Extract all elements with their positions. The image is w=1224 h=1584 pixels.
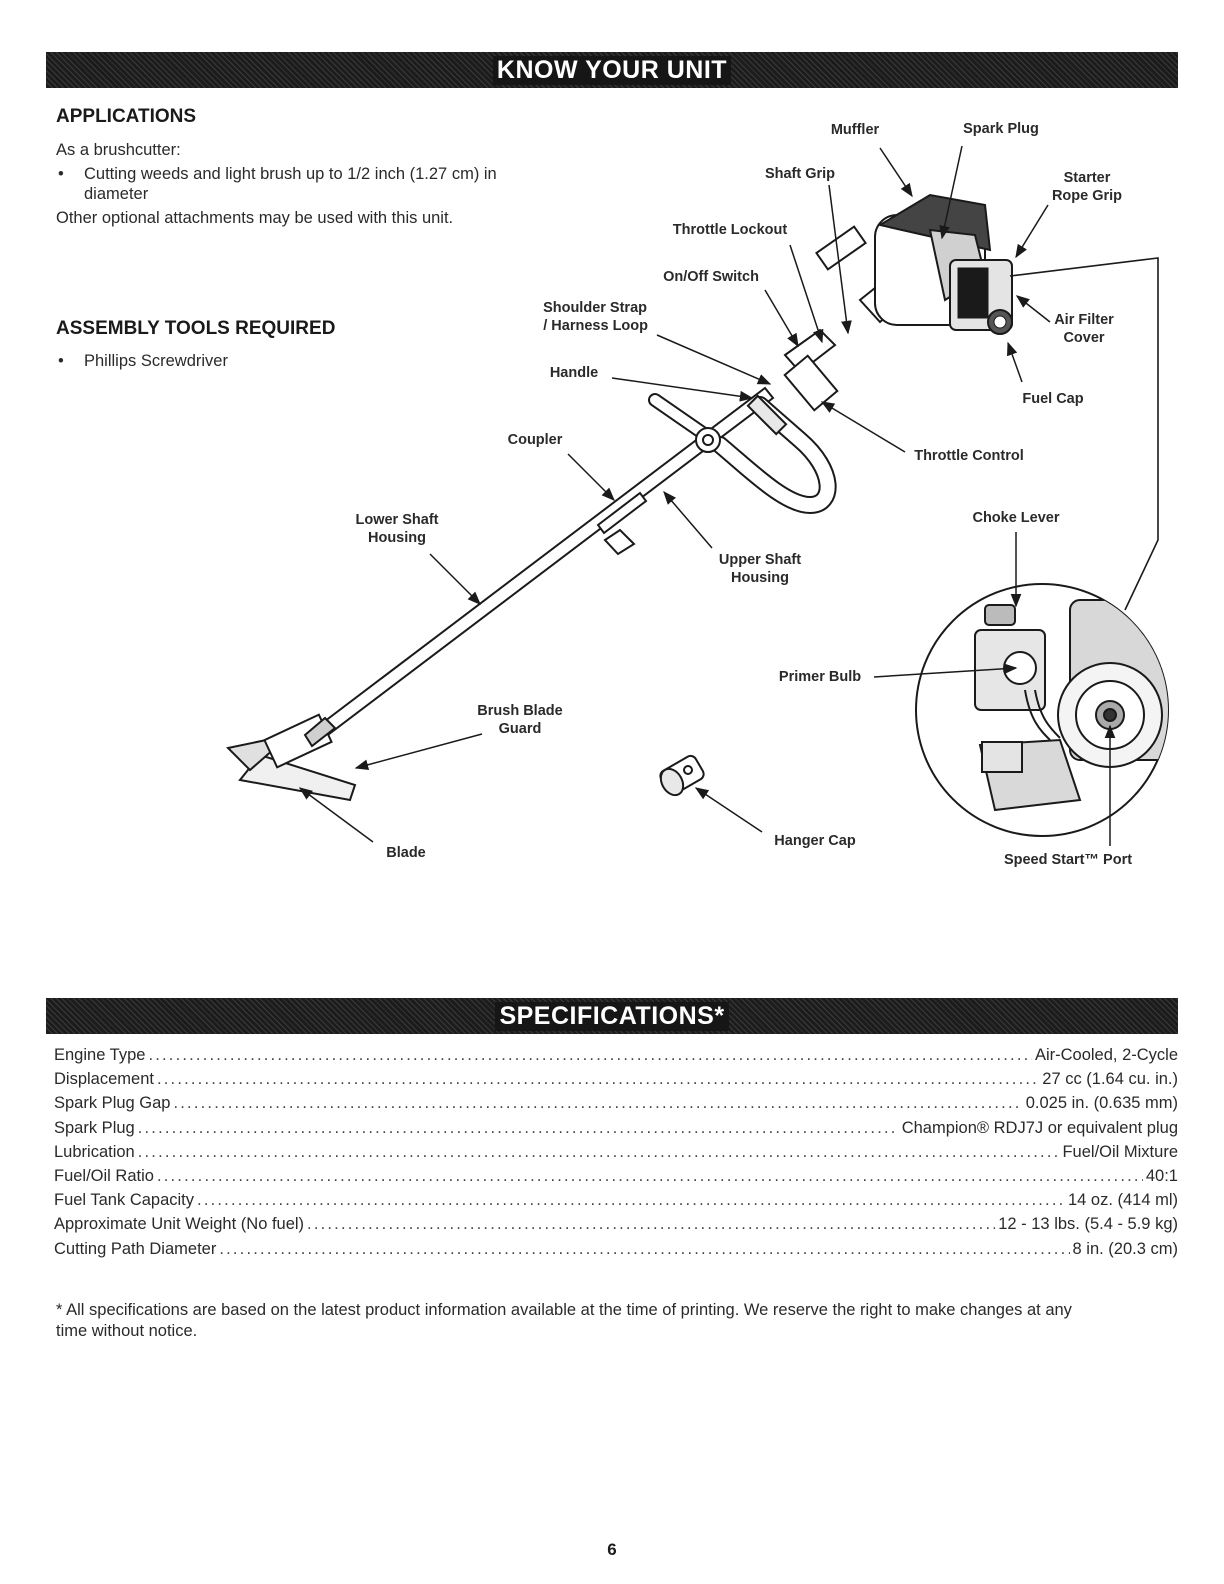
- specifications-list: Engine Type Air-Cooled, 2-Cycle Displacem…: [54, 1046, 1178, 1264]
- specifications-banner: SPECIFICATIONS*: [46, 998, 1178, 1034]
- label-muffler: Muffler: [831, 122, 880, 138]
- spec-row: Spark Plug Champion® RDJ7J or equivalent …: [54, 1119, 1178, 1143]
- label-starter-rope-grip-2: Rope Grip: [1052, 188, 1122, 204]
- label-handle: Handle: [550, 365, 598, 381]
- spec-label: Approximate Unit Weight (No fuel): [54, 1215, 305, 1234]
- spec-label: Engine Type: [54, 1046, 146, 1064]
- engine: [783, 193, 1013, 412]
- spec-value: Air-Cooled, 2-Cycle: [1034, 1046, 1178, 1064]
- specifications-footnote: * All specifications are based on the la…: [56, 1300, 1176, 1342]
- spec-value: 8 in. (20.3 cm): [1072, 1239, 1178, 1258]
- spec-leader-dots: [157, 1167, 1143, 1186]
- spec-leader-dots: [173, 1094, 1022, 1113]
- label-primer-bulb: Primer Bulb: [779, 669, 861, 685]
- spec-value: 27 cc (1.64 cu. in.): [1042, 1070, 1178, 1089]
- spec-row: Fuel/Oil Ratio 40:1: [54, 1167, 1178, 1191]
- applications-note: Other optional attachments may be used w…: [56, 209, 454, 227]
- spec-leader-dots: [307, 1215, 995, 1234]
- spec-label: Displacement: [54, 1070, 154, 1089]
- spec-value: 12 - 13 lbs. (5.4 - 5.9 kg): [998, 1215, 1178, 1234]
- label-starter-rope-grip-1: Starter: [1064, 170, 1111, 186]
- label-brush-blade-guard-2: Guard: [499, 721, 542, 737]
- specifications-title: SPECIFICATIONS*: [495, 1001, 729, 1031]
- spec-row: Engine Type Air-Cooled, 2-Cycle: [54, 1046, 1178, 1070]
- label-throttle-control: Throttle Control: [914, 448, 1024, 464]
- spec-leader-dots: [197, 1191, 1065, 1210]
- spec-value: 0.025 in. (0.635 mm): [1025, 1094, 1178, 1113]
- label-upper-shaft-housing-2: Housing: [731, 570, 789, 586]
- applications-bullet-line2: diameter: [84, 185, 149, 203]
- handle: [648, 393, 837, 515]
- applications-heading: APPLICATIONS: [56, 106, 197, 127]
- callout-labels: Muffler Spark Plug Shaft Grip Starter Ro…: [356, 121, 1133, 868]
- label-brush-blade-guard-1: Brush Blade: [477, 703, 562, 719]
- leader-lines: [298, 145, 1116, 846]
- label-fuel-cap: Fuel Cap: [1022, 391, 1083, 407]
- applications-intro: As a brushcutter:: [56, 141, 181, 159]
- know-your-unit-title: KNOW YOUR UNIT: [492, 55, 732, 85]
- footnote-line2: time without notice.: [56, 1322, 198, 1340]
- label-lower-shaft-housing-2: Housing: [368, 530, 426, 546]
- cutting-head: [225, 713, 357, 802]
- label-throttle-lockout: Throttle Lockout: [673, 222, 788, 238]
- label-air-filter-cover-2: Cover: [1063, 330, 1104, 346]
- label-on-off-switch: On/Off Switch: [663, 269, 759, 285]
- label-shoulder-strap-1: Shoulder Strap: [543, 300, 647, 316]
- spec-leader-dots: [148, 1046, 1032, 1065]
- label-coupler: Coupler: [508, 432, 563, 448]
- applications-bullet: • Cutting weeds and light brush up to 1/…: [56, 164, 576, 204]
- bullet-dot: •: [58, 165, 64, 183]
- spec-label: Spark Plug Gap: [54, 1094, 171, 1113]
- footnote-line1: * All specifications are based on the la…: [56, 1301, 1072, 1319]
- applications-bullet-line1: Cutting weeds and light brush up to 1/2 …: [84, 165, 497, 183]
- spec-label: Lubrication: [54, 1142, 135, 1161]
- label-lower-shaft-housing-1: Lower Shaft: [356, 512, 439, 528]
- spec-value: Fuel/Oil Mixture: [1062, 1142, 1178, 1161]
- know-your-unit-banner: KNOW YOUR UNIT: [46, 52, 1178, 88]
- spec-label: Fuel Tank Capacity: [54, 1191, 195, 1210]
- hanger-cap: [659, 754, 705, 797]
- spec-value: 14 oz. (414 ml): [1067, 1191, 1178, 1210]
- spec-label: Fuel/Oil Ratio: [54, 1166, 154, 1185]
- spec-row: Displacement 27 cc (1.64 cu. in.): [54, 1070, 1178, 1094]
- bullet-dot: •: [58, 352, 64, 370]
- label-upper-shaft-housing-1: Upper Shaft: [719, 552, 801, 568]
- spec-value: 40:1: [1145, 1166, 1178, 1185]
- label-hanger-cap: Hanger Cap: [774, 833, 856, 849]
- carburetor-zoom-circle: [915, 257, 1169, 837]
- spec-row: Lubrication Fuel/Oil Mixture: [54, 1143, 1178, 1167]
- spec-row: Fuel Tank Capacity 14 oz. (414 ml): [54, 1191, 1178, 1215]
- assembly-tools-bullet: • Phillips Screwdriver: [56, 351, 356, 371]
- label-spark-plug: Spark Plug: [963, 121, 1039, 137]
- spec-label: Cutting Path Diameter: [54, 1239, 217, 1258]
- assembly-tools-item: Phillips Screwdriver: [84, 352, 228, 370]
- spec-row: Approximate Unit Weight (No fuel) 12 - 13…: [54, 1215, 1178, 1239]
- label-blade: Blade: [386, 845, 426, 861]
- page-number: 6: [607, 1540, 617, 1559]
- spec-leader-dots: [138, 1119, 899, 1138]
- label-shoulder-strap-2: / Harness Loop: [543, 318, 648, 334]
- assembly-tools-heading: ASSEMBLY TOOLS REQUIRED: [56, 318, 336, 339]
- spec-leader-dots: [157, 1070, 1039, 1089]
- label-choke-lever: Choke Lever: [972, 510, 1059, 526]
- spec-leader-dots: [138, 1143, 1060, 1162]
- spec-row: Spark Plug Gap 0.025 in. (0.635 mm): [54, 1094, 1178, 1118]
- spec-row: Cutting Path Diameter 8 in. (20.3 cm): [54, 1240, 1178, 1264]
- label-shaft-grip: Shaft Grip: [765, 166, 835, 182]
- label-air-filter-cover-1: Air Filter: [1054, 312, 1114, 328]
- spec-label: Spark Plug: [54, 1118, 135, 1137]
- spec-value: Champion® RDJ7J or equivalent plug: [901, 1118, 1178, 1137]
- label-speed-start-port: Speed Start™ Port: [1004, 852, 1132, 868]
- spec-leader-dots: [219, 1240, 1069, 1259]
